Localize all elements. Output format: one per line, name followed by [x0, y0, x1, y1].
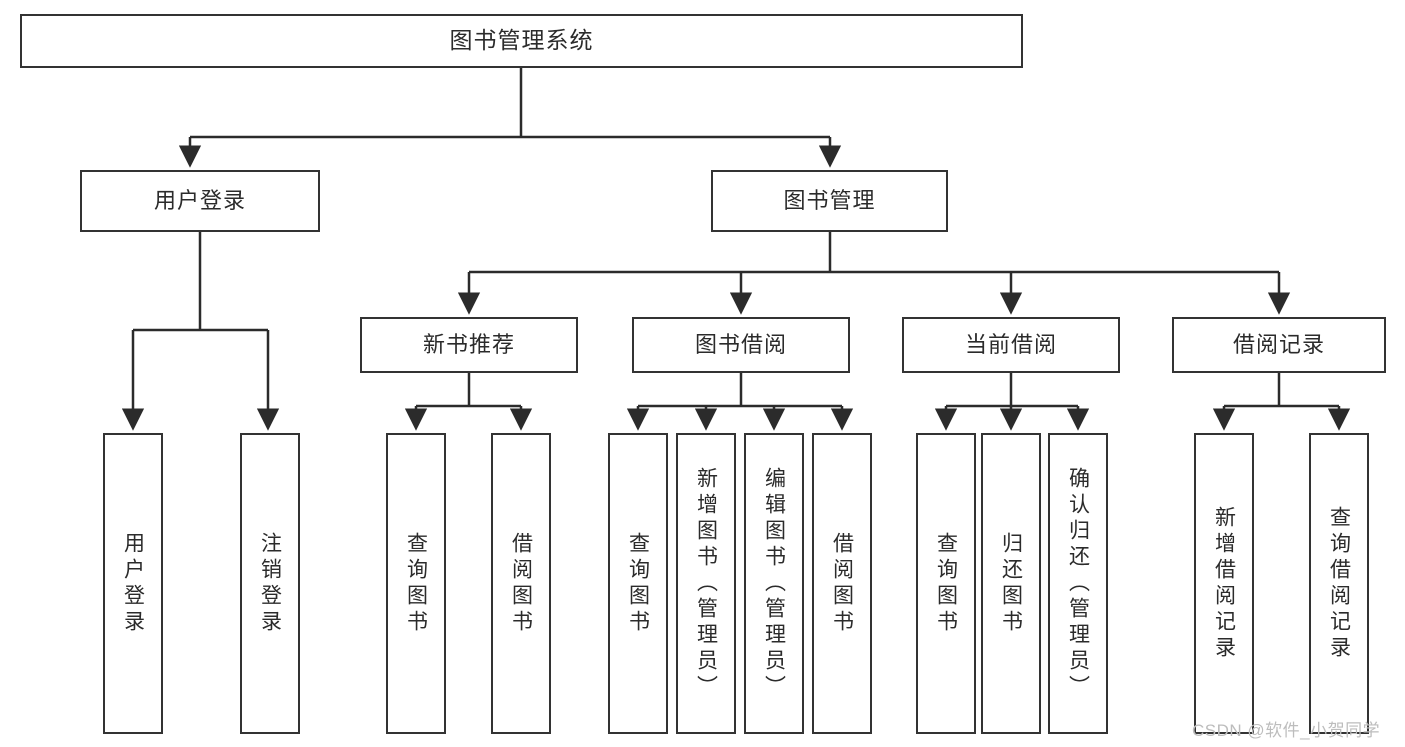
node-label: 借阅记录 — [1232, 331, 1325, 357]
node-label: 归还图书 — [999, 531, 1023, 636]
node-borrow-record[interactable]: 借阅记录 — [1172, 317, 1386, 373]
node-label: 当前借阅 — [964, 331, 1057, 357]
leaf-new-book-query-book[interactable]: 查询图书 — [386, 433, 446, 734]
node-label: 确认归还（管理员） — [1066, 466, 1090, 701]
leaf-current-borrow-confirm-return-admin[interactable]: 确认归还（管理员） — [1048, 433, 1108, 734]
leaf-book-borrow-add-book-admin[interactable]: 新增图书（管理员） — [676, 433, 736, 734]
node-label: 编辑图书（管理员） — [762, 466, 786, 701]
node-label: 新增图书（管理员） — [694, 466, 718, 701]
node-label: 用户登录 — [153, 187, 246, 213]
leaf-book-borrow-borrow-book[interactable]: 借阅图书 — [812, 433, 872, 734]
leaf-current-borrow-return-book[interactable]: 归还图书 — [981, 433, 1041, 734]
node-label: 查询图书 — [404, 531, 428, 636]
leaf-new-book-borrow-book[interactable]: 借阅图书 — [491, 433, 551, 734]
node-label: 查询借阅记录 — [1327, 505, 1351, 662]
node-label: 借阅图书 — [830, 531, 854, 636]
leaf-user-login-signout[interactable]: 注销登录 — [240, 433, 300, 734]
node-label: 图书管理 — [783, 187, 876, 213]
node-label: 新增借阅记录 — [1212, 505, 1236, 662]
node-label: 查询图书 — [626, 531, 650, 636]
node-root-book-management-system[interactable]: 图书管理系统 — [20, 14, 1023, 68]
node-new-book-recommend[interactable]: 新书推荐 — [360, 317, 578, 373]
node-current-borrow[interactable]: 当前借阅 — [902, 317, 1120, 373]
leaf-borrow-record-query-record[interactable]: 查询借阅记录 — [1309, 433, 1369, 734]
node-label: 借阅图书 — [509, 531, 533, 636]
node-user-login[interactable]: 用户登录 — [80, 170, 320, 232]
node-book-borrow[interactable]: 图书借阅 — [632, 317, 850, 373]
leaf-current-borrow-query-book[interactable]: 查询图书 — [916, 433, 976, 734]
leaf-user-login-signin[interactable]: 用户登录 — [103, 433, 163, 734]
node-label: 查询图书 — [934, 531, 958, 636]
node-label: 用户登录 — [121, 531, 145, 636]
node-label: 新书推荐 — [422, 331, 515, 357]
node-label: 图书管理系统 — [449, 27, 594, 54]
csdn-watermark: CSDN @软件_小贺同学 — [1192, 721, 1381, 740]
node-label: 注销登录 — [258, 531, 282, 636]
leaf-borrow-record-add-record[interactable]: 新增借阅记录 — [1194, 433, 1254, 734]
leaf-book-borrow-query-book[interactable]: 查询图书 — [608, 433, 668, 734]
node-book-management[interactable]: 图书管理 — [711, 170, 948, 232]
node-label: 图书借阅 — [694, 331, 787, 357]
leaf-book-borrow-edit-book-admin[interactable]: 编辑图书（管理员） — [744, 433, 804, 734]
